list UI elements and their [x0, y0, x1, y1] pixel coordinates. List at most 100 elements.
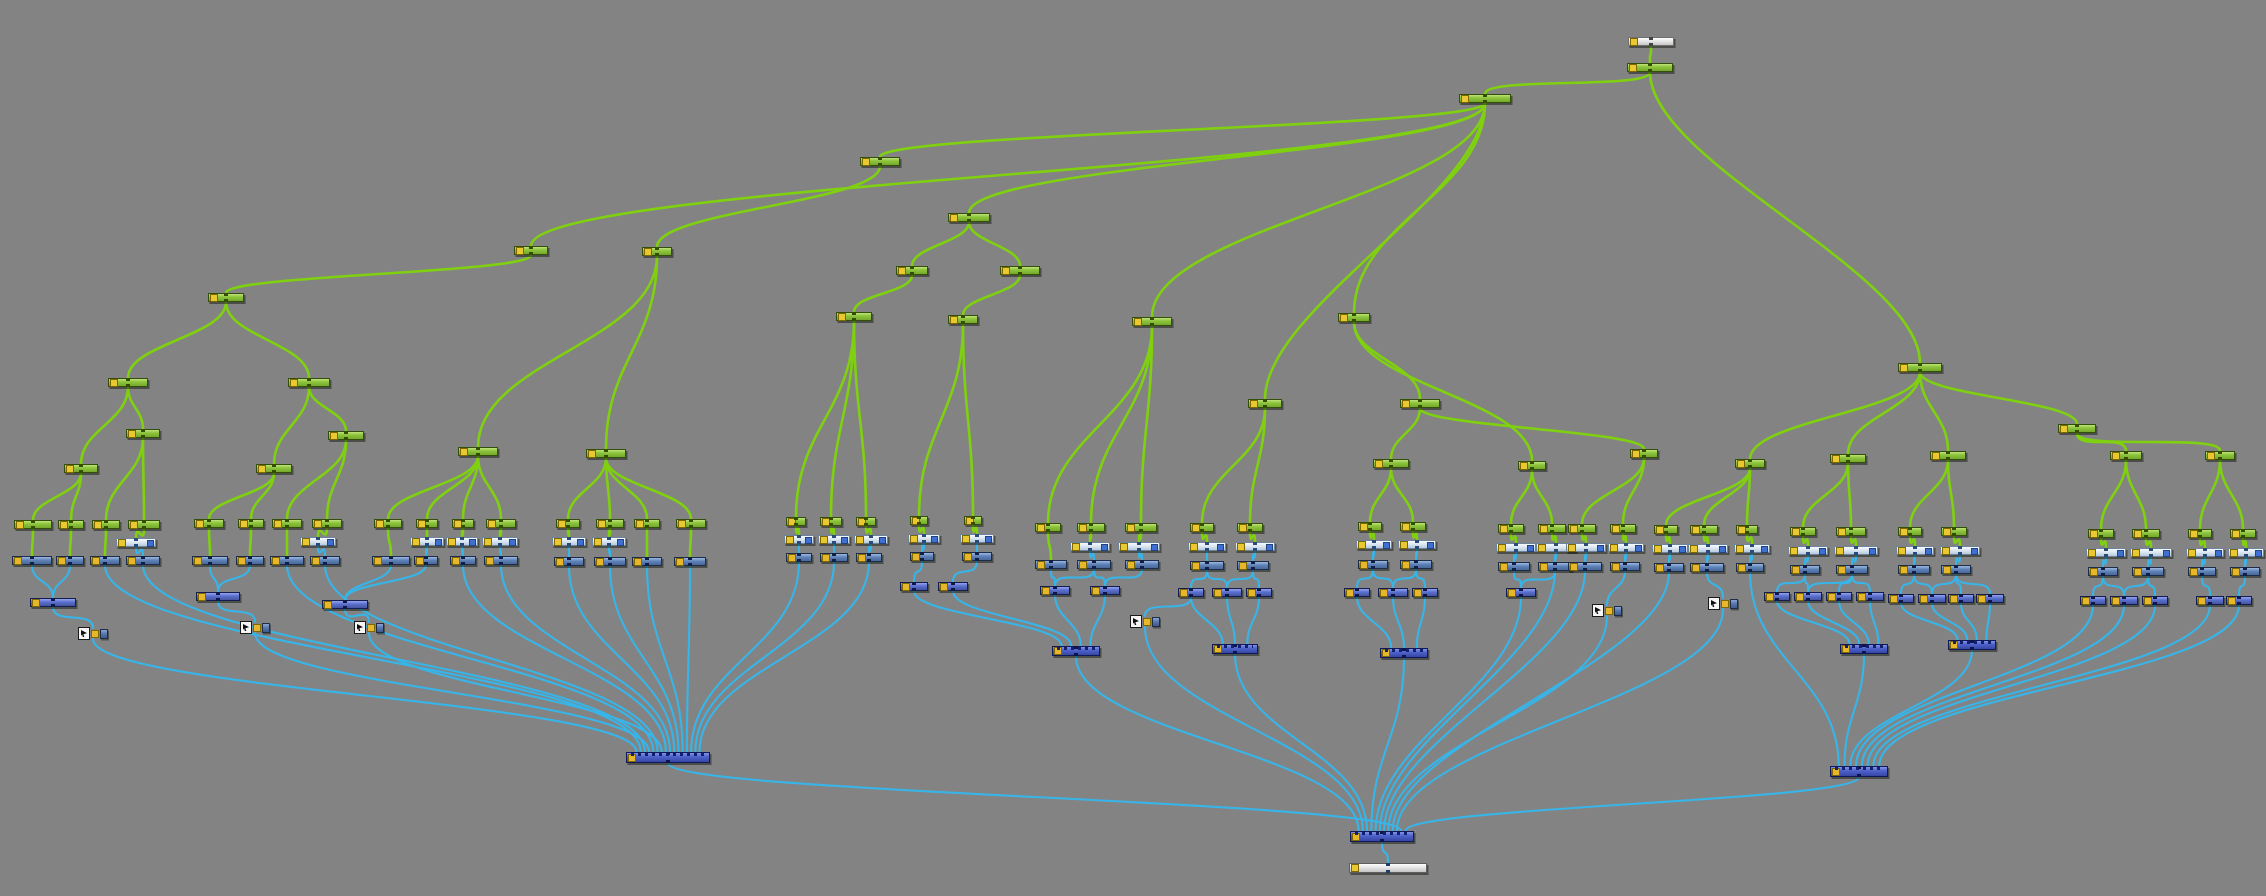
graph-node-green[interactable]	[256, 464, 292, 473]
graph-node-lightblue[interactable]	[1896, 546, 1934, 555]
graph-node-green[interactable]	[1125, 523, 1157, 532]
graph-node-merge-small[interactable]	[1040, 586, 1070, 595]
graph-node-blue[interactable]	[2132, 567, 2164, 576]
graph-node-green[interactable]	[1830, 454, 1866, 463]
graph-node-green[interactable]	[92, 520, 120, 529]
graph-node-green[interactable]	[2132, 529, 2160, 538]
graph-node-blue[interactable]	[856, 553, 882, 562]
graph-node-green[interactable]	[328, 431, 364, 440]
graph-node-green[interactable]	[58, 520, 84, 529]
graph-node-blue[interactable]	[910, 552, 934, 561]
graph-node-lightblue[interactable]	[300, 537, 336, 546]
graph-node-green[interactable]	[272, 519, 302, 528]
graph-node-green[interactable]	[1518, 461, 1546, 470]
graph-node-blue[interactable]	[2088, 567, 2118, 576]
graph-node-lightblue[interactable]	[2186, 548, 2224, 557]
graph-node-lightblue[interactable]	[552, 537, 586, 546]
graph-node-merge-small[interactable]	[1344, 588, 1370, 597]
graph-node-green[interactable]	[1610, 524, 1636, 533]
graph-node-green[interactable]	[948, 315, 978, 324]
graph-node-green[interactable]	[556, 519, 580, 528]
graph-node-lightblue[interactable]	[1356, 540, 1392, 549]
graph-node-green[interactable]	[2088, 529, 2114, 538]
graph-node-green[interactable]	[312, 519, 342, 528]
graph-node-green[interactable]	[1248, 399, 1282, 408]
graph-node-blue[interactable]	[1690, 563, 1724, 572]
graph-node-green[interactable]	[1654, 525, 1678, 534]
graph-node-green[interactable]	[1000, 266, 1040, 275]
graph-node-merge-small[interactable]	[1856, 592, 1884, 601]
graph-node-merge-small[interactable]	[1826, 592, 1852, 601]
graph-node-green[interactable]	[374, 519, 402, 528]
graph-node-lightblue[interactable]	[960, 534, 994, 543]
graph-node-blue[interactable]	[962, 552, 992, 561]
graph-node-green[interactable]	[14, 520, 52, 529]
graph-node-green[interactable]	[596, 519, 624, 528]
graph-node-merge-small[interactable]	[1506, 588, 1536, 597]
graph-node-green[interactable]	[1077, 523, 1105, 532]
graph-node-green[interactable]	[820, 517, 842, 526]
graph-node-merge-small[interactable]	[196, 592, 240, 601]
graph-node-green[interactable]	[108, 378, 148, 387]
graph-node-blue[interactable]	[786, 553, 812, 562]
graph-node-green[interactable]	[964, 516, 982, 525]
graph-node-green[interactable]	[1735, 459, 1765, 468]
graph-node-green[interactable]	[1400, 522, 1426, 531]
graph-node-green[interactable]	[2230, 529, 2256, 538]
graph-node-blue[interactable]	[554, 557, 584, 566]
graph-node-green[interactable]	[896, 266, 928, 275]
graph-node-arrow[interactable]	[78, 627, 108, 640]
graph-node-merge-small[interactable]	[1212, 588, 1242, 597]
graph-node-blue[interactable]	[372, 556, 410, 565]
graph-node-arrow[interactable]	[354, 621, 384, 634]
graph-node-lightblue[interactable]	[854, 535, 888, 544]
graph-node-green[interactable]	[514, 246, 548, 255]
graph-node-lightblue[interactable]	[1940, 546, 1980, 555]
graph-node-lightblue[interactable]	[2228, 548, 2264, 557]
graph-node-green[interactable]	[238, 519, 264, 528]
graph-node-blue[interactable]	[90, 556, 120, 565]
graph-node-blue[interactable]	[1568, 562, 1602, 571]
graph-node-green[interactable]	[1941, 527, 1967, 536]
graph-node-blue[interactable]	[1125, 560, 1159, 569]
graph-node-blue[interactable]	[2230, 567, 2260, 576]
graph-node-lightblue[interactable]	[1834, 546, 1878, 555]
graph-node-merge-small[interactable]	[1090, 586, 1120, 595]
graph-node-lightblue[interactable]	[1608, 543, 1644, 552]
graph-node-output[interactable]	[1349, 863, 1427, 873]
graph-node-green[interactable]	[1358, 522, 1382, 531]
graph-node-blue[interactable]	[1035, 560, 1067, 569]
graph-node-arrow[interactable]	[240, 621, 270, 634]
graph-node-green[interactable]	[910, 516, 928, 525]
graph-node-green[interactable]	[1630, 449, 1658, 458]
graph-node-blue[interactable]	[674, 557, 706, 566]
graph-node-merge-small[interactable]	[1412, 588, 1438, 597]
graph-node-blue[interactable]	[1538, 562, 1572, 571]
graph-node-merge-small[interactable]	[322, 600, 368, 609]
graph-node-merge-cluster[interactable]	[1052, 646, 1100, 656]
graph-node-merge-small[interactable]	[1764, 592, 1790, 601]
graph-node-merge-small[interactable]	[1888, 594, 1914, 603]
graph-node-green[interactable]	[416, 519, 438, 528]
graph-node-green[interactable]	[2205, 451, 2235, 460]
graph-node-merge-small[interactable]	[1178, 588, 1204, 597]
graph-node-blue[interactable]	[632, 557, 662, 566]
graph-node-lightblue[interactable]	[1734, 544, 1770, 553]
graph-node-green[interactable]	[1035, 523, 1061, 532]
graph-node-lightblue[interactable]	[908, 534, 940, 543]
graph-node-lightblue[interactable]	[1496, 543, 1536, 552]
graph-node-green[interactable]	[2188, 529, 2212, 538]
graph-node-merge-hub[interactable]	[1350, 831, 1414, 842]
graph-node-blue[interactable]	[236, 556, 264, 565]
graph-node-blue[interactable]	[270, 556, 304, 565]
graph-node-green[interactable]	[860, 157, 900, 166]
graph-node-blue[interactable]	[820, 553, 848, 562]
graph-node-green[interactable]	[2110, 451, 2142, 460]
graph-node-green[interactable]	[1237, 523, 1263, 532]
graph-node-blue[interactable]	[1237, 561, 1269, 570]
graph-node-blue[interactable]	[2188, 567, 2216, 576]
graph-node-green[interactable]	[452, 519, 474, 528]
graph-node-blue[interactable]	[1836, 565, 1868, 574]
graph-node-blue[interactable]	[1654, 563, 1684, 572]
graph-node-green[interactable]	[1627, 63, 1673, 72]
